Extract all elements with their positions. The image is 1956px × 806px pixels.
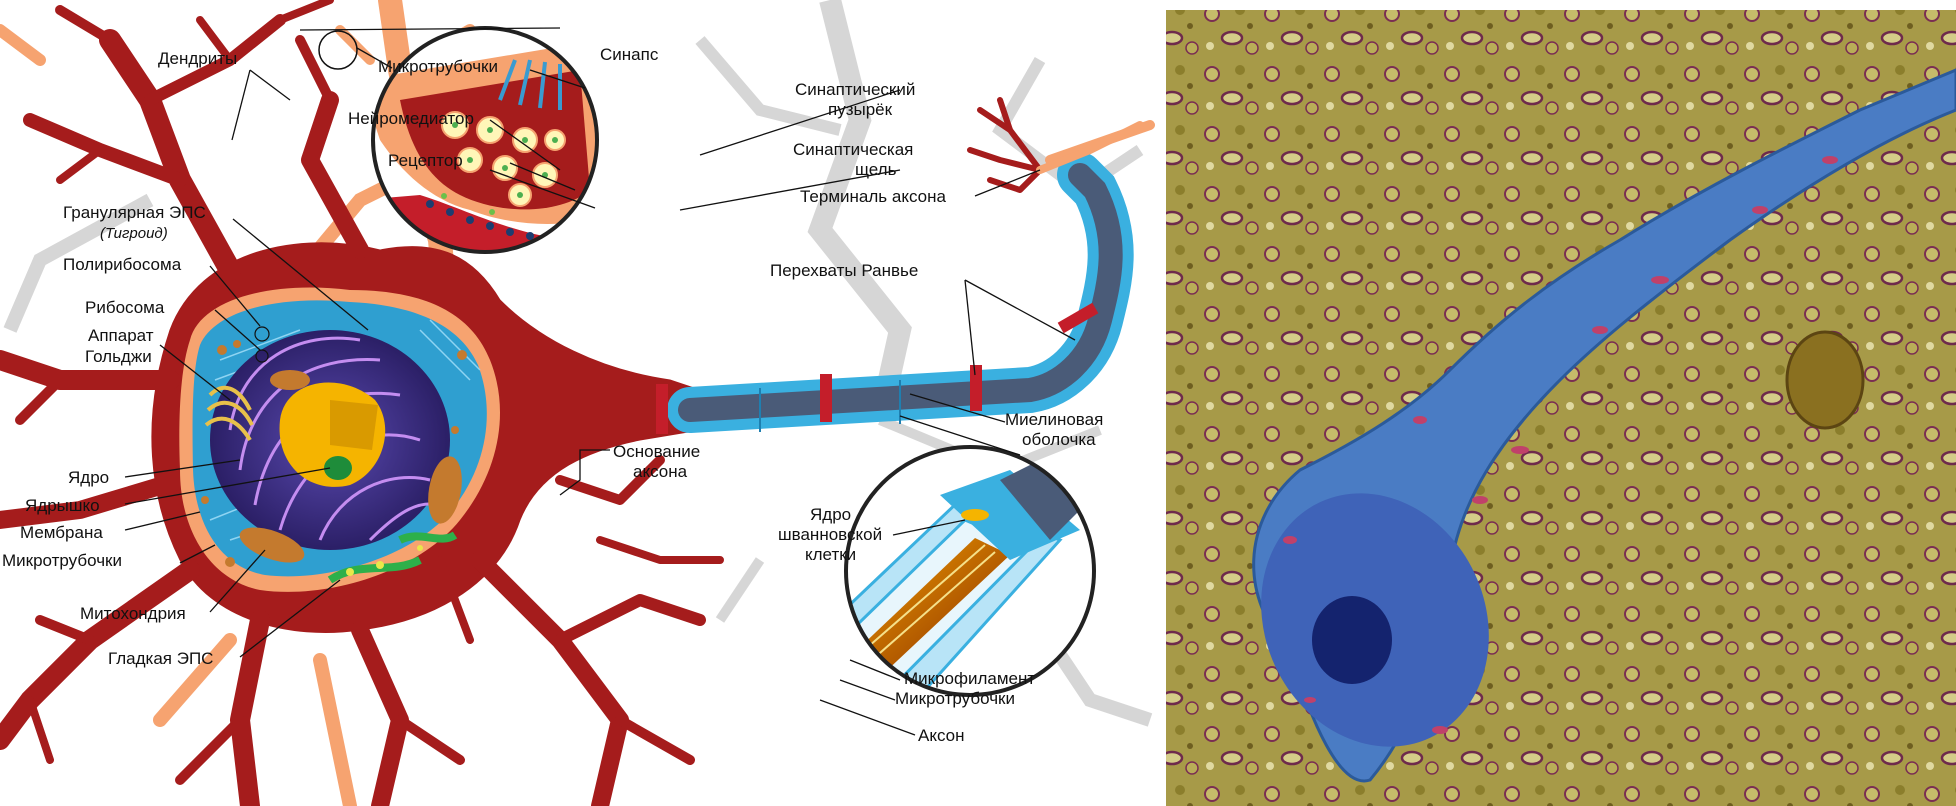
label-microtubules-axon: Микротрубочки	[895, 689, 1015, 708]
label-neurotransmitter: Нейромедиатор	[348, 109, 474, 128]
label-membrane: Мембрана	[20, 523, 103, 542]
label-tigroid: (Тигроид)	[100, 225, 168, 242]
label-microfilament: Микрофиламент	[904, 669, 1035, 688]
label-axon-hillock-1: Основание	[613, 442, 700, 461]
label-schwann-3: клетки	[805, 545, 856, 564]
synapse-inset	[299, 26, 599, 254]
label-synaptic-cleft-1: Синаптическая	[793, 140, 913, 159]
label-synaptic-cleft-2: щель	[855, 160, 897, 179]
leader-lines	[124, 69, 1076, 736]
label-schwann-2: шванновской	[778, 525, 882, 544]
label-nucleolus: Ядрышко	[25, 496, 100, 515]
label-axon: Аксон	[918, 726, 965, 745]
axon	[656, 152, 1134, 434]
label-golgi-1: Аппарат	[88, 326, 154, 345]
label-myelin-1: Миелиновая	[1005, 410, 1103, 429]
label-ribosome: Рибосома	[85, 298, 165, 317]
label-synapse: Синапс	[600, 45, 659, 64]
axon-section-inset	[844, 415, 1096, 697]
label-smooth-er: Гладкая ЭПС	[108, 649, 213, 668]
soma-interior	[179, 287, 501, 592]
label-golgi-2: Гольджи	[85, 347, 152, 366]
label-dendrites: Дендриты	[158, 49, 237, 68]
label-microtubules-left: Микротрубочки	[2, 551, 122, 570]
label-nucleus: Ядро	[68, 468, 109, 487]
label-receptor: Рецептор	[388, 151, 463, 170]
electron-micrograph	[1166, 10, 1956, 806]
golgi-apparatus	[204, 385, 254, 442]
label-axon-terminal: Терминаль аксона	[800, 187, 946, 206]
label-rough-er: Гранулярная ЭПС	[63, 203, 206, 222]
mitochondria	[239, 370, 462, 563]
label-mitochondrion: Митохондрия	[80, 604, 186, 623]
label-nodes-of-ranvier: Перехваты Ранвье	[770, 261, 918, 280]
label-schwann-1: Ядро	[810, 505, 851, 524]
background-neurons	[3, 0, 1153, 727]
labels: Дендриты Синапс Микротрубочки Нейромедиа…	[2, 45, 1103, 745]
label-myelin-2: оболочка	[1022, 430, 1096, 449]
label-synaptic-vesicle-2: пузырёк	[828, 100, 893, 119]
label-polyribosome: Полирибосома	[63, 255, 182, 274]
label-synaptic-vesicle-1: Синаптический	[795, 80, 915, 99]
label-microtubules-top: Микротрубочки	[378, 57, 498, 76]
nucleus	[210, 330, 450, 550]
label-axon-hillock-2: аксона	[633, 462, 688, 481]
smooth-er	[327, 531, 458, 584]
